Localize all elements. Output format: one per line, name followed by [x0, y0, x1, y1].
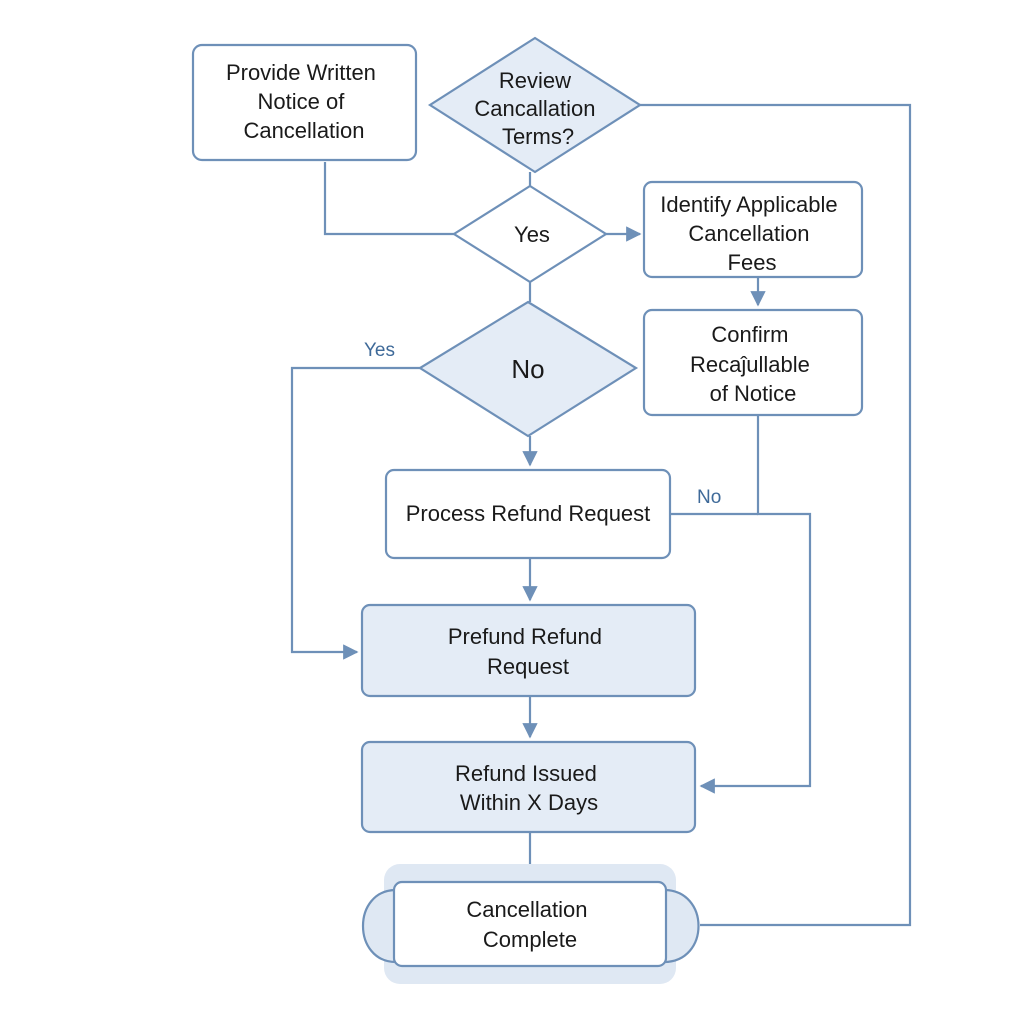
- review-terms-label: Review Cancallation Terms?: [474, 68, 601, 149]
- no-decision-diamond: [417, 300, 639, 438]
- provide-notice-box: [191, 43, 418, 162]
- yes-decision-diamond: [451, 184, 609, 284]
- prefund-refund-box: [360, 603, 697, 698]
- review-terms-diamond: [427, 36, 643, 174]
- edge-notice-to-yes: [323, 162, 455, 236]
- no-decision-label: No: [511, 354, 544, 384]
- edge-review-to-complete: [640, 103, 912, 927]
- edge-label-no: No: [697, 487, 721, 508]
- cancellation-complete-label: Cancellation Complete: [466, 897, 593, 952]
- refund-issued-label: Refund Issued Within X Days: [455, 761, 603, 815]
- yes-decision-label: Yes: [514, 222, 550, 247]
- identify-fees-box: [642, 180, 864, 279]
- provide-notice-label: Provide Written Notice of Cancellation: [226, 60, 382, 143]
- identify-fees-label: Identify Applicable Cancellation Fees: [660, 192, 843, 275]
- edge-confirm-to-refund-issued: [699, 415, 812, 794]
- confirm-notice-box: [642, 308, 864, 417]
- cancellation-complete-box: [392, 880, 668, 968]
- terminal-right-cap: [662, 888, 700, 964]
- process-refund-box: [384, 468, 672, 560]
- terminal-left-cap: [362, 888, 398, 964]
- process-refund-label: Process Refund Request: [406, 501, 651, 526]
- refund-issued-box: [360, 740, 697, 834]
- confirm-notice-label: Confirm Recaĵullable of Notice: [690, 322, 816, 406]
- edge-no-to-prefund: [290, 366, 420, 660]
- prefund-refund-label: Prefund Refund Request: [448, 624, 608, 679]
- edge-label-yes: Yes: [364, 340, 395, 361]
